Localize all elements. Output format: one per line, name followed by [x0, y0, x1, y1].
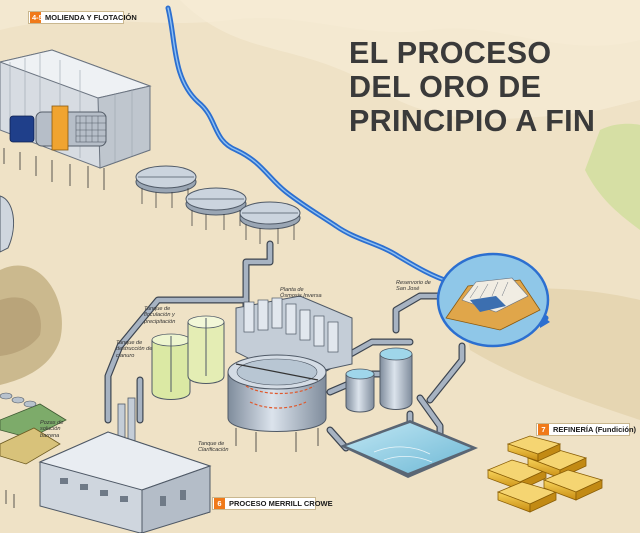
title-line: DEL ORO DE [349, 70, 542, 104]
label-line: Pozas de [40, 420, 64, 426]
label-cyanide-destruction-tank: Tanque de destrucción de cianuro [116, 340, 176, 359]
water-pool [340, 420, 478, 478]
section-tag-milling: 4-5 MOLIENDA Y FLOTACIÓN [28, 11, 137, 24]
reservoir-inset [436, 252, 550, 348]
section-number: 6 [214, 498, 225, 509]
thickener-tanks [135, 165, 301, 244]
label-solution-ponds: Pozas de solución barrena [40, 420, 100, 439]
label-line: solución [40, 426, 61, 433]
title-line: PRINCIPIO A FIN [349, 104, 596, 138]
label-reverse-osmosis-plant: Planta de Ósmosis Inversa [280, 287, 340, 300]
label-line: destrucción de [116, 346, 153, 353]
section-number: 4-5 [30, 12, 43, 23]
merrill-crowe-building [38, 397, 212, 533]
label-line: Planta de [280, 287, 304, 293]
label-line: Ósmosis Inversa [280, 293, 322, 300]
label-line: floculación y [144, 312, 175, 319]
process-tanks [151, 315, 225, 400]
solution-ponds [0, 392, 67, 508]
page-title: EL PROCESO DEL ORO DE PRINCIPIO A FIN [349, 36, 595, 138]
label-line: barrena [40, 432, 60, 439]
label-line: cianuro [116, 352, 135, 359]
label-line: Tanque de [116, 340, 143, 346]
section-number: 7 [538, 424, 549, 435]
label-line: Tanque de [144, 306, 171, 312]
section-label: REFINERÍA (Fundición) [553, 425, 637, 434]
label-line: Reservorio de [396, 280, 431, 286]
title-line: EL PROCESO [349, 36, 552, 70]
section-label: PROCESO MERRILL CROWE [229, 499, 333, 508]
label-reservoir: Reservorio de San José [396, 280, 456, 293]
label-line: Tanque de [198, 441, 225, 447]
label-clarification-tank: Tanque de Clarificación [198, 441, 258, 454]
section-label: MOLIENDA Y FLOTACIÓN [45, 13, 137, 22]
mill-building [0, 49, 152, 190]
clarification-tank [227, 354, 327, 452]
label-line: San José [396, 286, 420, 293]
storage-tanks [345, 347, 413, 413]
section-tag-merrill-crowe: 6 PROCESO MERRILL CROWE [212, 497, 333, 510]
gold-bars [486, 435, 604, 513]
section-tag-refinery: 7 REFINERÍA (Fundición) [536, 423, 636, 436]
label-line: precipitación [144, 318, 176, 325]
label-flocculation-tank: Tanque de floculación y precipitación [144, 306, 204, 325]
left-edge-tank [0, 195, 14, 253]
label-line: Clarificación [198, 447, 229, 454]
